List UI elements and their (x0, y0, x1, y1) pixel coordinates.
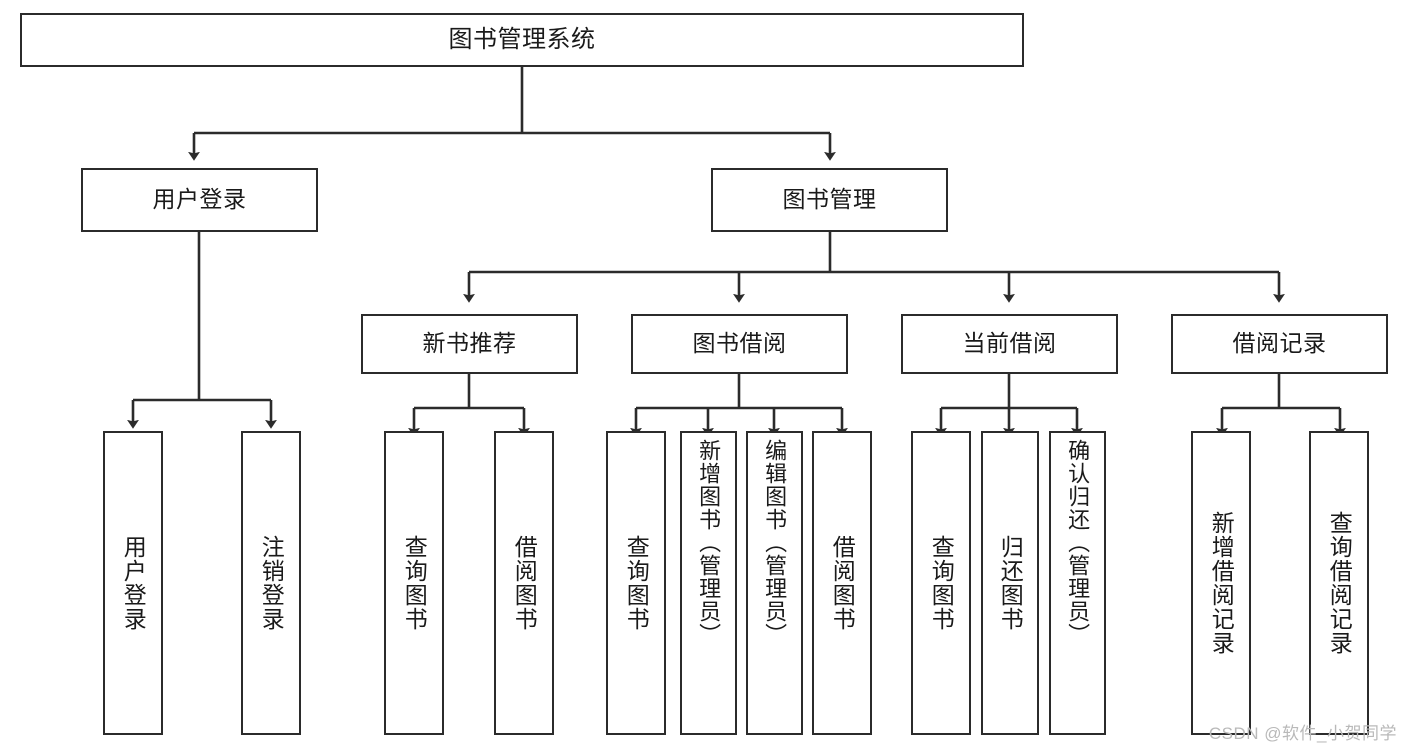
node-book-borrowing[interactable]: 图书借阅 (631, 314, 848, 374)
node-label: 用户登录 (152, 186, 247, 213)
node-new-book-recommendation[interactable]: 新书推荐 (361, 314, 578, 374)
node-label: 借阅记录 (1232, 330, 1327, 357)
leaf-return-books[interactable]: 归还图书 (981, 431, 1039, 735)
node-label: 图书管理系统 (448, 25, 596, 53)
node-label: 新书推荐 (422, 330, 517, 357)
csdn-watermark: CSDN @软件_小贺同学 (1208, 724, 1397, 743)
leaf-edit-book-admin[interactable]: 编辑图书（管理员） (746, 431, 803, 735)
leaf-confirm-return-admin[interactable]: 确认归还（管理员） (1049, 431, 1106, 735)
node-label: 新增借阅记录 (1208, 511, 1235, 655)
node-label: 用户登录 (120, 535, 147, 631)
leaf-borrow-books-recommend[interactable]: 借阅图书 (494, 431, 554, 735)
leaf-borrow-books[interactable]: 借阅图书 (812, 431, 872, 735)
node-label: 注销登录 (258, 535, 285, 631)
leaf-user-login[interactable]: 用户登录 (103, 431, 163, 735)
node-label: 归还图书 (997, 535, 1024, 631)
leaf-query-books-current[interactable]: 查询图书 (911, 431, 971, 735)
node-label: 借阅图书 (511, 535, 538, 631)
leaf-add-book-admin[interactable]: 新增图书（管理员） (680, 431, 737, 735)
node-user-login[interactable]: 用户登录 (81, 168, 318, 232)
node-label: 图书借阅 (692, 330, 787, 357)
node-current-borrowing[interactable]: 当前借阅 (901, 314, 1118, 374)
node-label: 查询图书 (928, 535, 955, 631)
node-label: 确认归还（管理员） (1065, 439, 1091, 646)
node-label: 图书管理 (782, 186, 877, 213)
node-label: 当前借阅 (962, 330, 1057, 357)
node-label: 编辑图书（管理员） (762, 439, 788, 646)
leaf-query-books-recommend[interactable]: 查询图书 (384, 431, 444, 735)
leaf-logout[interactable]: 注销登录 (241, 431, 301, 735)
leaf-query-borrow-record[interactable]: 查询借阅记录 (1309, 431, 1369, 735)
node-label: 新增图书（管理员） (696, 439, 722, 646)
node-root-book-management-system[interactable]: 图书管理系统 (20, 13, 1024, 67)
leaf-query-books-borrow[interactable]: 查询图书 (606, 431, 666, 735)
node-borrowing-records[interactable]: 借阅记录 (1171, 314, 1388, 374)
leaf-add-borrow-record[interactable]: 新增借阅记录 (1191, 431, 1251, 735)
node-label: 查询图书 (401, 535, 428, 631)
node-label: 查询借阅记录 (1326, 511, 1353, 655)
node-book-management[interactable]: 图书管理 (711, 168, 948, 232)
node-label: 查询图书 (623, 535, 650, 631)
node-label: 借阅图书 (829, 535, 856, 631)
